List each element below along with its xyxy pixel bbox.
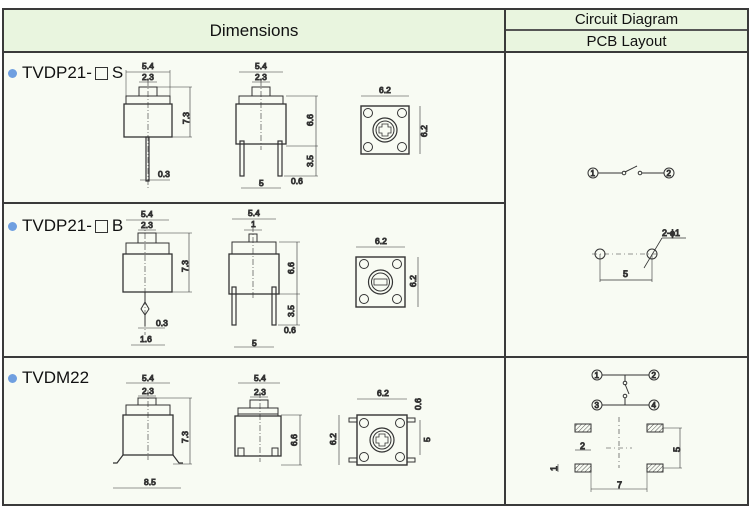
dim-label: 5.4 bbox=[248, 208, 260, 218]
option-box-icon bbox=[94, 219, 108, 233]
row1-side-view bbox=[123, 70, 192, 190]
pin-label: 2 bbox=[652, 371, 657, 380]
row1-top-view bbox=[360, 95, 421, 155]
bullet-icon bbox=[8, 373, 17, 383]
dim-label: 6.2 bbox=[419, 125, 429, 137]
dim-label: 2-ϕ1 bbox=[662, 228, 680, 238]
model-name: TVDM22 bbox=[22, 368, 90, 387]
header-circuit-diagram: Circuit Diagram bbox=[506, 10, 747, 29]
header-pcb-layout: PCB Layout bbox=[506, 31, 747, 51]
dim-label: 7.3 bbox=[181, 112, 191, 124]
option-box-icon bbox=[94, 66, 108, 80]
dim-label: 6.2 bbox=[377, 388, 389, 398]
row2-top-view bbox=[355, 246, 419, 308]
pin-label: 2 bbox=[667, 169, 672, 178]
header-bottom-border bbox=[4, 51, 747, 53]
row-divider bbox=[4, 202, 504, 204]
dim-label: 8.5 bbox=[144, 477, 156, 487]
row1-front-view bbox=[235, 71, 318, 189]
dim-label: 0.6 bbox=[413, 398, 423, 410]
pin-label: 4 bbox=[652, 401, 657, 410]
dim-label: 1 bbox=[251, 219, 256, 229]
column-divider bbox=[504, 10, 506, 504]
dim-label: 0.3 bbox=[156, 318, 168, 328]
row3-top-view bbox=[338, 398, 421, 466]
row2-side-view bbox=[122, 219, 192, 346]
dim-label: 5 bbox=[623, 269, 628, 279]
pin-label: 1 bbox=[591, 169, 596, 178]
dim-label: 6.6 bbox=[286, 262, 296, 274]
dim-label: 6.2 bbox=[328, 433, 338, 445]
header-divider bbox=[506, 29, 747, 31]
dim-label: 2.3 bbox=[142, 386, 154, 396]
dim-label: 5.4 bbox=[142, 61, 154, 71]
dim-label: 5 bbox=[252, 338, 257, 348]
dim-label: 6.6 bbox=[305, 114, 315, 126]
bullet-icon bbox=[8, 221, 17, 231]
row-divider bbox=[4, 356, 747, 358]
model-label-tvdp21-b: TVDP21- B bbox=[8, 216, 123, 236]
pin-label: 1 bbox=[595, 371, 600, 380]
pcb-layout-4pad bbox=[557, 417, 682, 492]
model-suffix: B bbox=[111, 216, 124, 235]
dim-label: 0.6 bbox=[284, 325, 296, 335]
dim-label: 2.3 bbox=[255, 72, 267, 82]
model-label-tvdm22: TVDM22 bbox=[8, 368, 89, 388]
spec-table: Dimensions Circuit Diagram PCB Layout TV… bbox=[2, 8, 749, 506]
dim-label: 5.4 bbox=[142, 373, 154, 383]
dim-label: 2.3 bbox=[142, 72, 154, 82]
dim-label: 1.6 bbox=[140, 334, 152, 344]
dim-label: 5 bbox=[259, 178, 264, 188]
dim-label: 7.3 bbox=[180, 431, 190, 443]
dim-label: 5 bbox=[422, 437, 432, 442]
dim-label: 2 bbox=[580, 441, 585, 451]
circuit-diagram-2pin bbox=[587, 165, 675, 179]
model-label-tvdp21-s: TVDP21- S bbox=[8, 63, 123, 83]
pin-label: 3 bbox=[595, 401, 600, 410]
dim-label: 7 bbox=[617, 480, 622, 490]
dim-label: 2.3 bbox=[141, 220, 153, 230]
dim-label: 7.3 bbox=[180, 260, 190, 272]
bullet-icon bbox=[8, 68, 17, 78]
model-name: TVDP21- bbox=[22, 63, 92, 82]
dim-label: 6.2 bbox=[375, 236, 387, 246]
dim-label: 5.4 bbox=[141, 209, 153, 219]
pcb-layout-2hole bbox=[592, 237, 686, 282]
model-suffix: S bbox=[111, 63, 124, 82]
dim-label: 6.2 bbox=[379, 85, 391, 95]
dim-label: 2.3 bbox=[254, 387, 266, 397]
row2-front-view bbox=[228, 218, 300, 348]
header-dimensions: Dimensions bbox=[4, 10, 504, 51]
dim-label: 6.6 bbox=[289, 434, 299, 446]
row3-side-view bbox=[113, 382, 192, 489]
circuit-diagram-4pin bbox=[591, 369, 660, 411]
dim-label: 6.2 bbox=[408, 275, 418, 287]
dim-label: 5 bbox=[672, 447, 682, 452]
dim-label: 3.5 bbox=[286, 305, 296, 317]
dim-label: 1 bbox=[549, 466, 559, 471]
dim-label: 5.4 bbox=[255, 61, 267, 71]
dim-label: 0.3 bbox=[158, 169, 170, 179]
model-name: TVDP21- bbox=[22, 216, 92, 235]
dim-label: 5.4 bbox=[254, 373, 266, 383]
dim-label: 0.6 bbox=[291, 176, 303, 186]
dim-label: 3.5 bbox=[305, 155, 315, 167]
row3-front-view bbox=[234, 382, 302, 466]
